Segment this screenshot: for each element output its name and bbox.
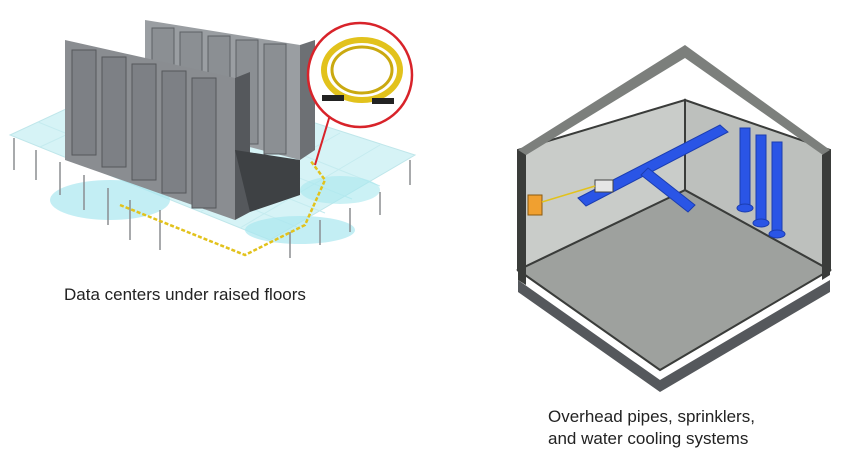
sensor-cable-path (119, 159, 327, 257)
pipe-sensor (594, 179, 614, 193)
alarm-box (527, 194, 543, 216)
server-rack-row-front (65, 40, 300, 220)
caption-line-1: Overhead pipes, sprinklers, (548, 407, 755, 426)
sensor-cable-coil-icon (306, 21, 414, 129)
caption-line-2: and water cooling systems (548, 429, 749, 448)
data-center-illustration (8, 20, 417, 258)
overhead-pipes (577, 124, 786, 239)
caption-overhead-pipes: Overhead pipes, sprinklers, and water co… (548, 406, 755, 450)
caption-data-centers: Data centers under raised floors (64, 285, 306, 304)
room-pipes-illustration (516, 45, 833, 392)
